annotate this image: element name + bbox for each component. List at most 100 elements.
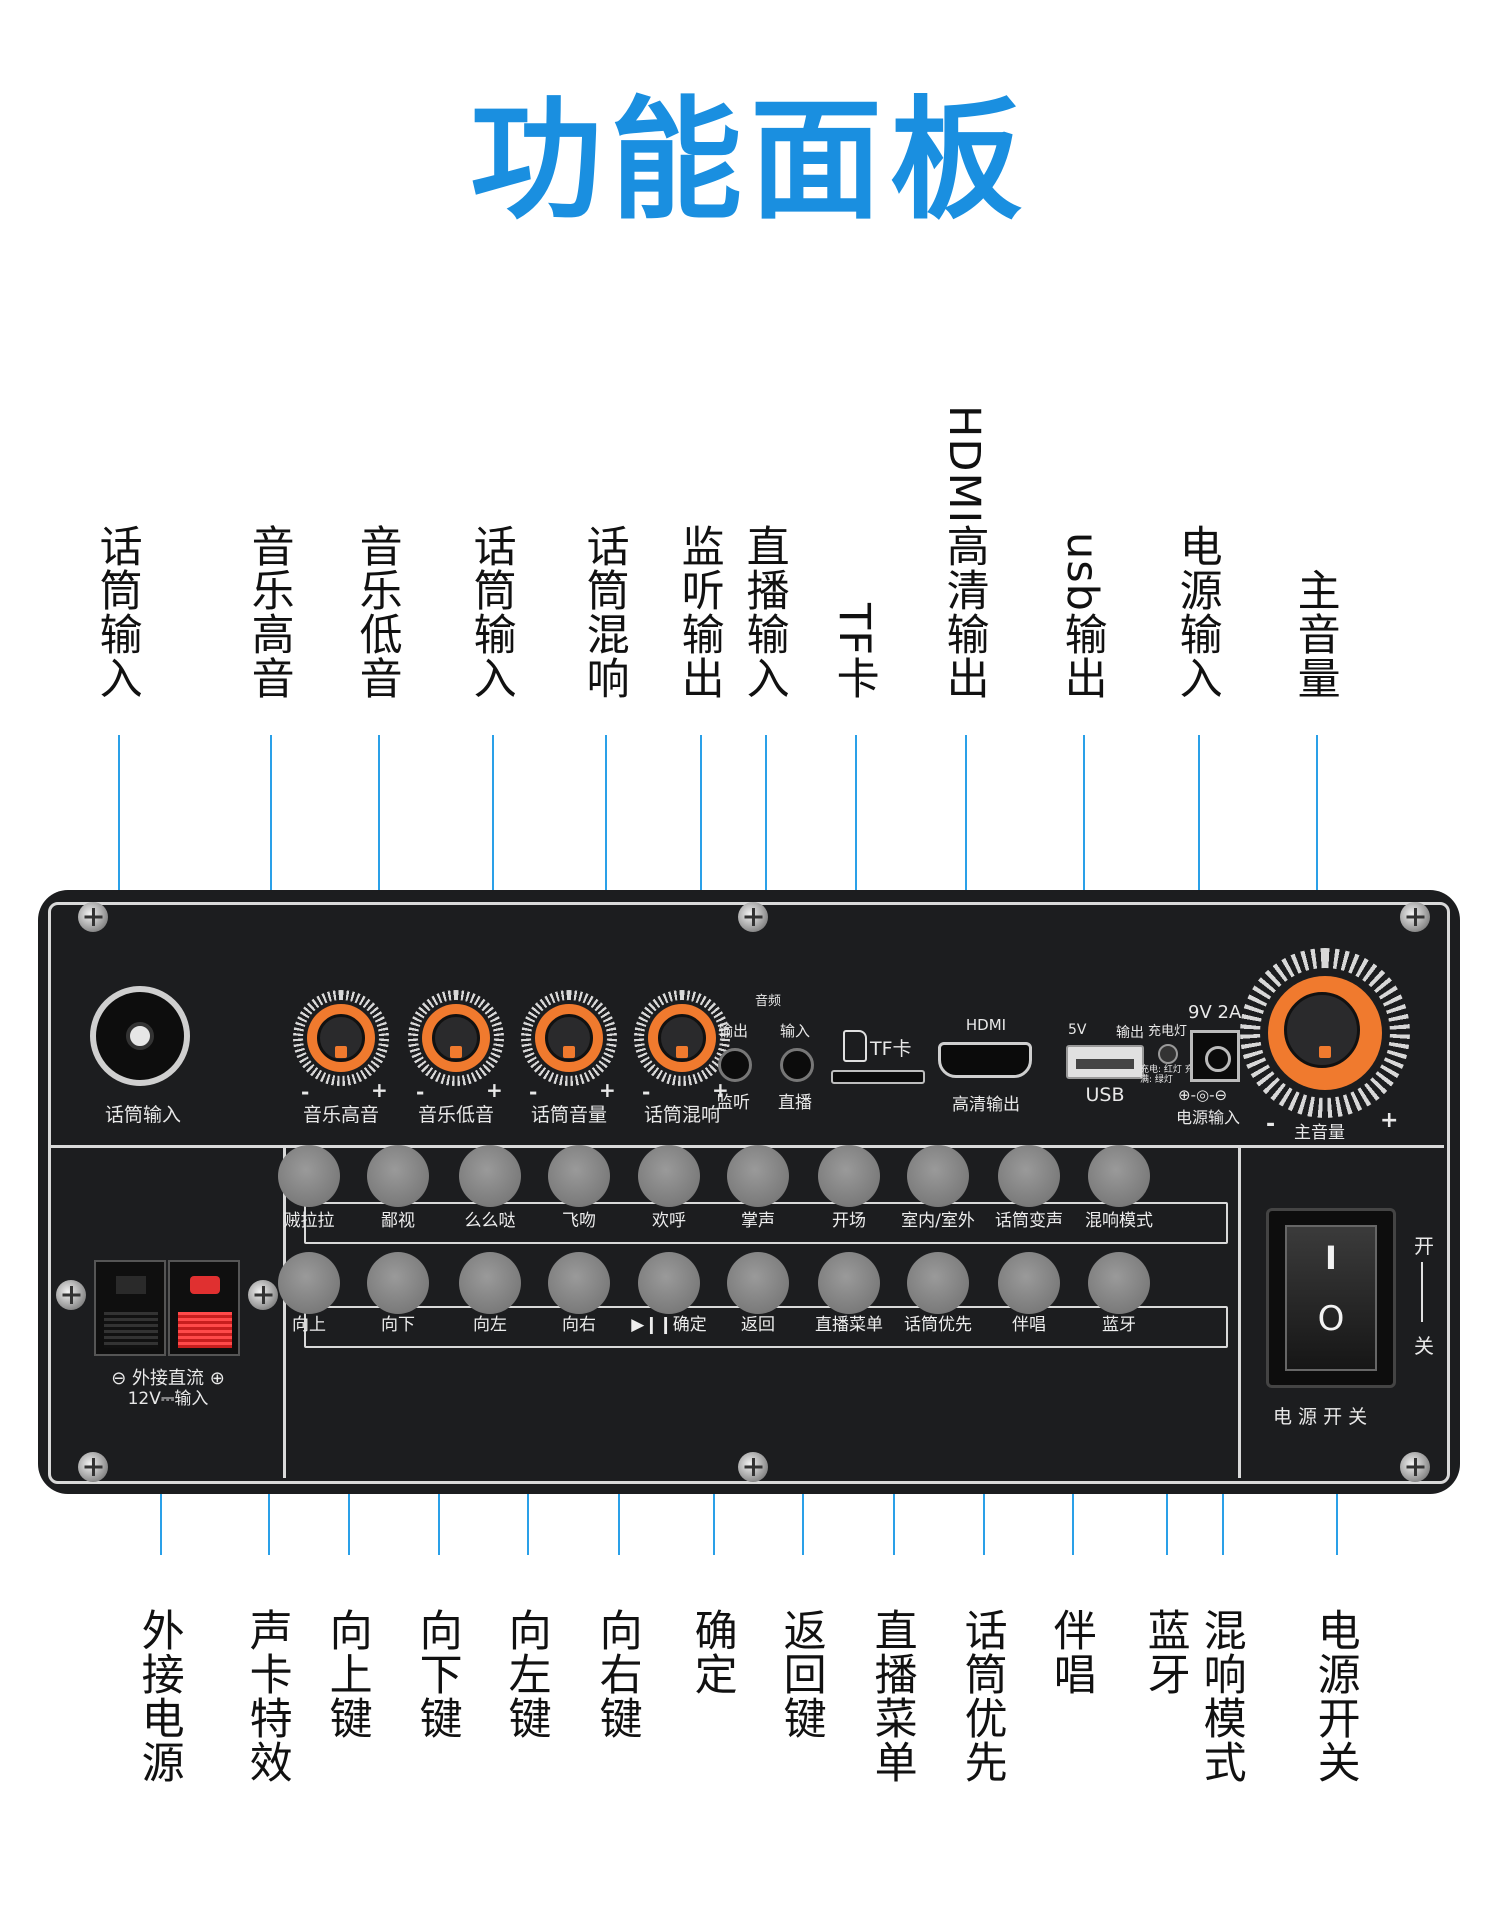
power-switch[interactable]: I O bbox=[1266, 1208, 1396, 1388]
bottom-label-5: 向右键 bbox=[592, 1608, 643, 1740]
effect-button[interactable] bbox=[548, 1252, 610, 1314]
terminal-red-grip bbox=[178, 1312, 232, 1348]
dc-power-jack[interactable] bbox=[1190, 1030, 1240, 1082]
knob-label: 话筒音量 bbox=[530, 1104, 607, 1126]
knob-indicator bbox=[450, 1046, 462, 1058]
screw-icon bbox=[1400, 1452, 1430, 1482]
hdmi-port[interactable] bbox=[938, 1042, 1032, 1078]
knob-2[interactable] bbox=[521, 990, 617, 1086]
top-label-6: 直播输入 bbox=[739, 524, 790, 700]
switch-arrow-icon bbox=[1421, 1262, 1423, 1322]
effect-button[interactable] bbox=[818, 1252, 880, 1314]
effect-button[interactable] bbox=[548, 1145, 610, 1207]
effect-button[interactable] bbox=[727, 1252, 789, 1314]
effect-button[interactable] bbox=[459, 1252, 521, 1314]
effect-button[interactable] bbox=[998, 1252, 1060, 1314]
function-panel: 话筒输入 -+音乐高音-+音乐低音-+话筒音量-+话筒混响 音频 输出 监听 输… bbox=[38, 890, 1460, 1494]
effect-button[interactable] bbox=[727, 1145, 789, 1207]
top-label-7: TF卡 bbox=[829, 603, 880, 700]
hdmi-bottom-label: 高清输出 bbox=[952, 1095, 1020, 1115]
effect-button-label: 向上 bbox=[292, 1315, 326, 1335]
monitor-output-label: 监听 bbox=[716, 1093, 750, 1113]
tf-card-icon bbox=[843, 1030, 867, 1062]
effect-button[interactable] bbox=[907, 1252, 969, 1314]
effect-button[interactable] bbox=[367, 1252, 429, 1314]
effect-button[interactable] bbox=[998, 1145, 1060, 1207]
knob-3[interactable] bbox=[634, 990, 730, 1086]
effect-button[interactable] bbox=[907, 1145, 969, 1207]
knob-1[interactable] bbox=[408, 990, 504, 1086]
audio-header: 音频 bbox=[754, 994, 781, 1009]
effect-button-label: 欢呼 bbox=[652, 1211, 686, 1231]
master-volume-knob[interactable] bbox=[1240, 948, 1410, 1118]
monitor-output-jack[interactable] bbox=[718, 1048, 752, 1082]
screw-icon bbox=[78, 1452, 108, 1482]
tf-card-slot[interactable] bbox=[831, 1070, 925, 1084]
screw-icon bbox=[738, 1452, 768, 1482]
top-label-3: 话筒输入 bbox=[466, 524, 517, 700]
effect-button-label: 室内/室外 bbox=[901, 1211, 975, 1231]
effect-button[interactable] bbox=[278, 1252, 340, 1314]
effect-button[interactable] bbox=[367, 1145, 429, 1207]
terminal-black-grip bbox=[104, 1312, 158, 1348]
bottom-label-0: 外接电源 bbox=[134, 1608, 185, 1784]
top-label-8: HDMI高清输出 bbox=[939, 404, 990, 700]
power-switch-label: 电 源 开 关 bbox=[1273, 1406, 1368, 1428]
bottom-label-7: 返回键 bbox=[776, 1608, 827, 1740]
top-label-2: 音乐低音 bbox=[352, 524, 403, 700]
terminal-black bbox=[94, 1260, 166, 1356]
monitor-output-top-label: 输出 bbox=[717, 1022, 748, 1040]
mic-input-jack[interactable] bbox=[90, 986, 190, 1086]
usb-5v-label: 5V bbox=[1068, 1022, 1087, 1038]
effect-button-label: 向下 bbox=[381, 1315, 415, 1335]
effect-button[interactable] bbox=[638, 1252, 700, 1314]
top-label-9: usb输出 bbox=[1057, 532, 1108, 700]
effect-button[interactable] bbox=[818, 1145, 880, 1207]
effect-button[interactable] bbox=[1088, 1145, 1150, 1207]
knob-0[interactable] bbox=[293, 990, 389, 1086]
screw-icon bbox=[56, 1280, 86, 1310]
power-input-label: 电源输入 bbox=[1176, 1108, 1241, 1127]
knob-indicator bbox=[563, 1046, 575, 1058]
bottom-label-9: 话筒优先 bbox=[957, 1608, 1008, 1784]
master-volume-plus: + bbox=[1380, 1108, 1399, 1133]
effect-button-label: 返回 bbox=[741, 1315, 775, 1335]
effect-button[interactable] bbox=[1088, 1252, 1150, 1314]
effect-button-label: 话筒变声 bbox=[995, 1211, 1063, 1231]
speaker-terminal[interactable] bbox=[94, 1260, 242, 1356]
effect-button-label: 向左 bbox=[473, 1315, 507, 1335]
usb-port[interactable] bbox=[1066, 1045, 1144, 1079]
power-switch-rocker bbox=[1285, 1225, 1377, 1371]
effect-button[interactable] bbox=[459, 1145, 521, 1207]
effect-button-label: 混响模式 bbox=[1085, 1211, 1153, 1231]
knob-label: 话筒混响 bbox=[643, 1104, 720, 1126]
effect-button-label: 直播菜单 bbox=[815, 1315, 883, 1335]
effect-button[interactable] bbox=[278, 1145, 340, 1207]
bottom-label-10: 伴唱 bbox=[1046, 1608, 1097, 1696]
bottom-label-6: 确定 bbox=[687, 1608, 738, 1696]
power-rating: 9V 2A bbox=[1188, 1002, 1242, 1023]
top-label-10: 电源输入 bbox=[1172, 524, 1223, 700]
bottom-label-3: 向下键 bbox=[412, 1608, 463, 1740]
effect-button-label: 伴唱 bbox=[1012, 1315, 1046, 1335]
effect-button[interactable] bbox=[638, 1145, 700, 1207]
top-label-4: 话筒混响 bbox=[579, 524, 630, 700]
knob-plus: + bbox=[486, 1078, 503, 1102]
live-input-top-label: 输入 bbox=[779, 1022, 810, 1040]
switch-on-label: 开 bbox=[1414, 1234, 1434, 1258]
effect-button-label: 鄙视 bbox=[381, 1211, 415, 1231]
bottom-label-11: 蓝牙 bbox=[1140, 1608, 1191, 1696]
live-input-jack[interactable] bbox=[780, 1048, 814, 1082]
live-input-label: 直播 bbox=[778, 1093, 812, 1113]
ext-power-label-1: ⊖ 外接直流 ⊕ bbox=[111, 1368, 225, 1389]
master-volume-indicator bbox=[1319, 1046, 1331, 1058]
knob-plus: + bbox=[599, 1078, 616, 1102]
charge-light-label: 充电灯 bbox=[1148, 1024, 1188, 1039]
terminal-red-clip bbox=[190, 1276, 220, 1294]
usb-out-label: 输出 bbox=[1116, 1025, 1144, 1041]
switch-off-label: 关 bbox=[1414, 1334, 1434, 1358]
knob-plus: + bbox=[371, 1078, 388, 1102]
usb-label: USB bbox=[1085, 1084, 1125, 1106]
bottom-label-4: 向左键 bbox=[501, 1608, 552, 1740]
effect-button-label: 开场 bbox=[832, 1211, 866, 1231]
